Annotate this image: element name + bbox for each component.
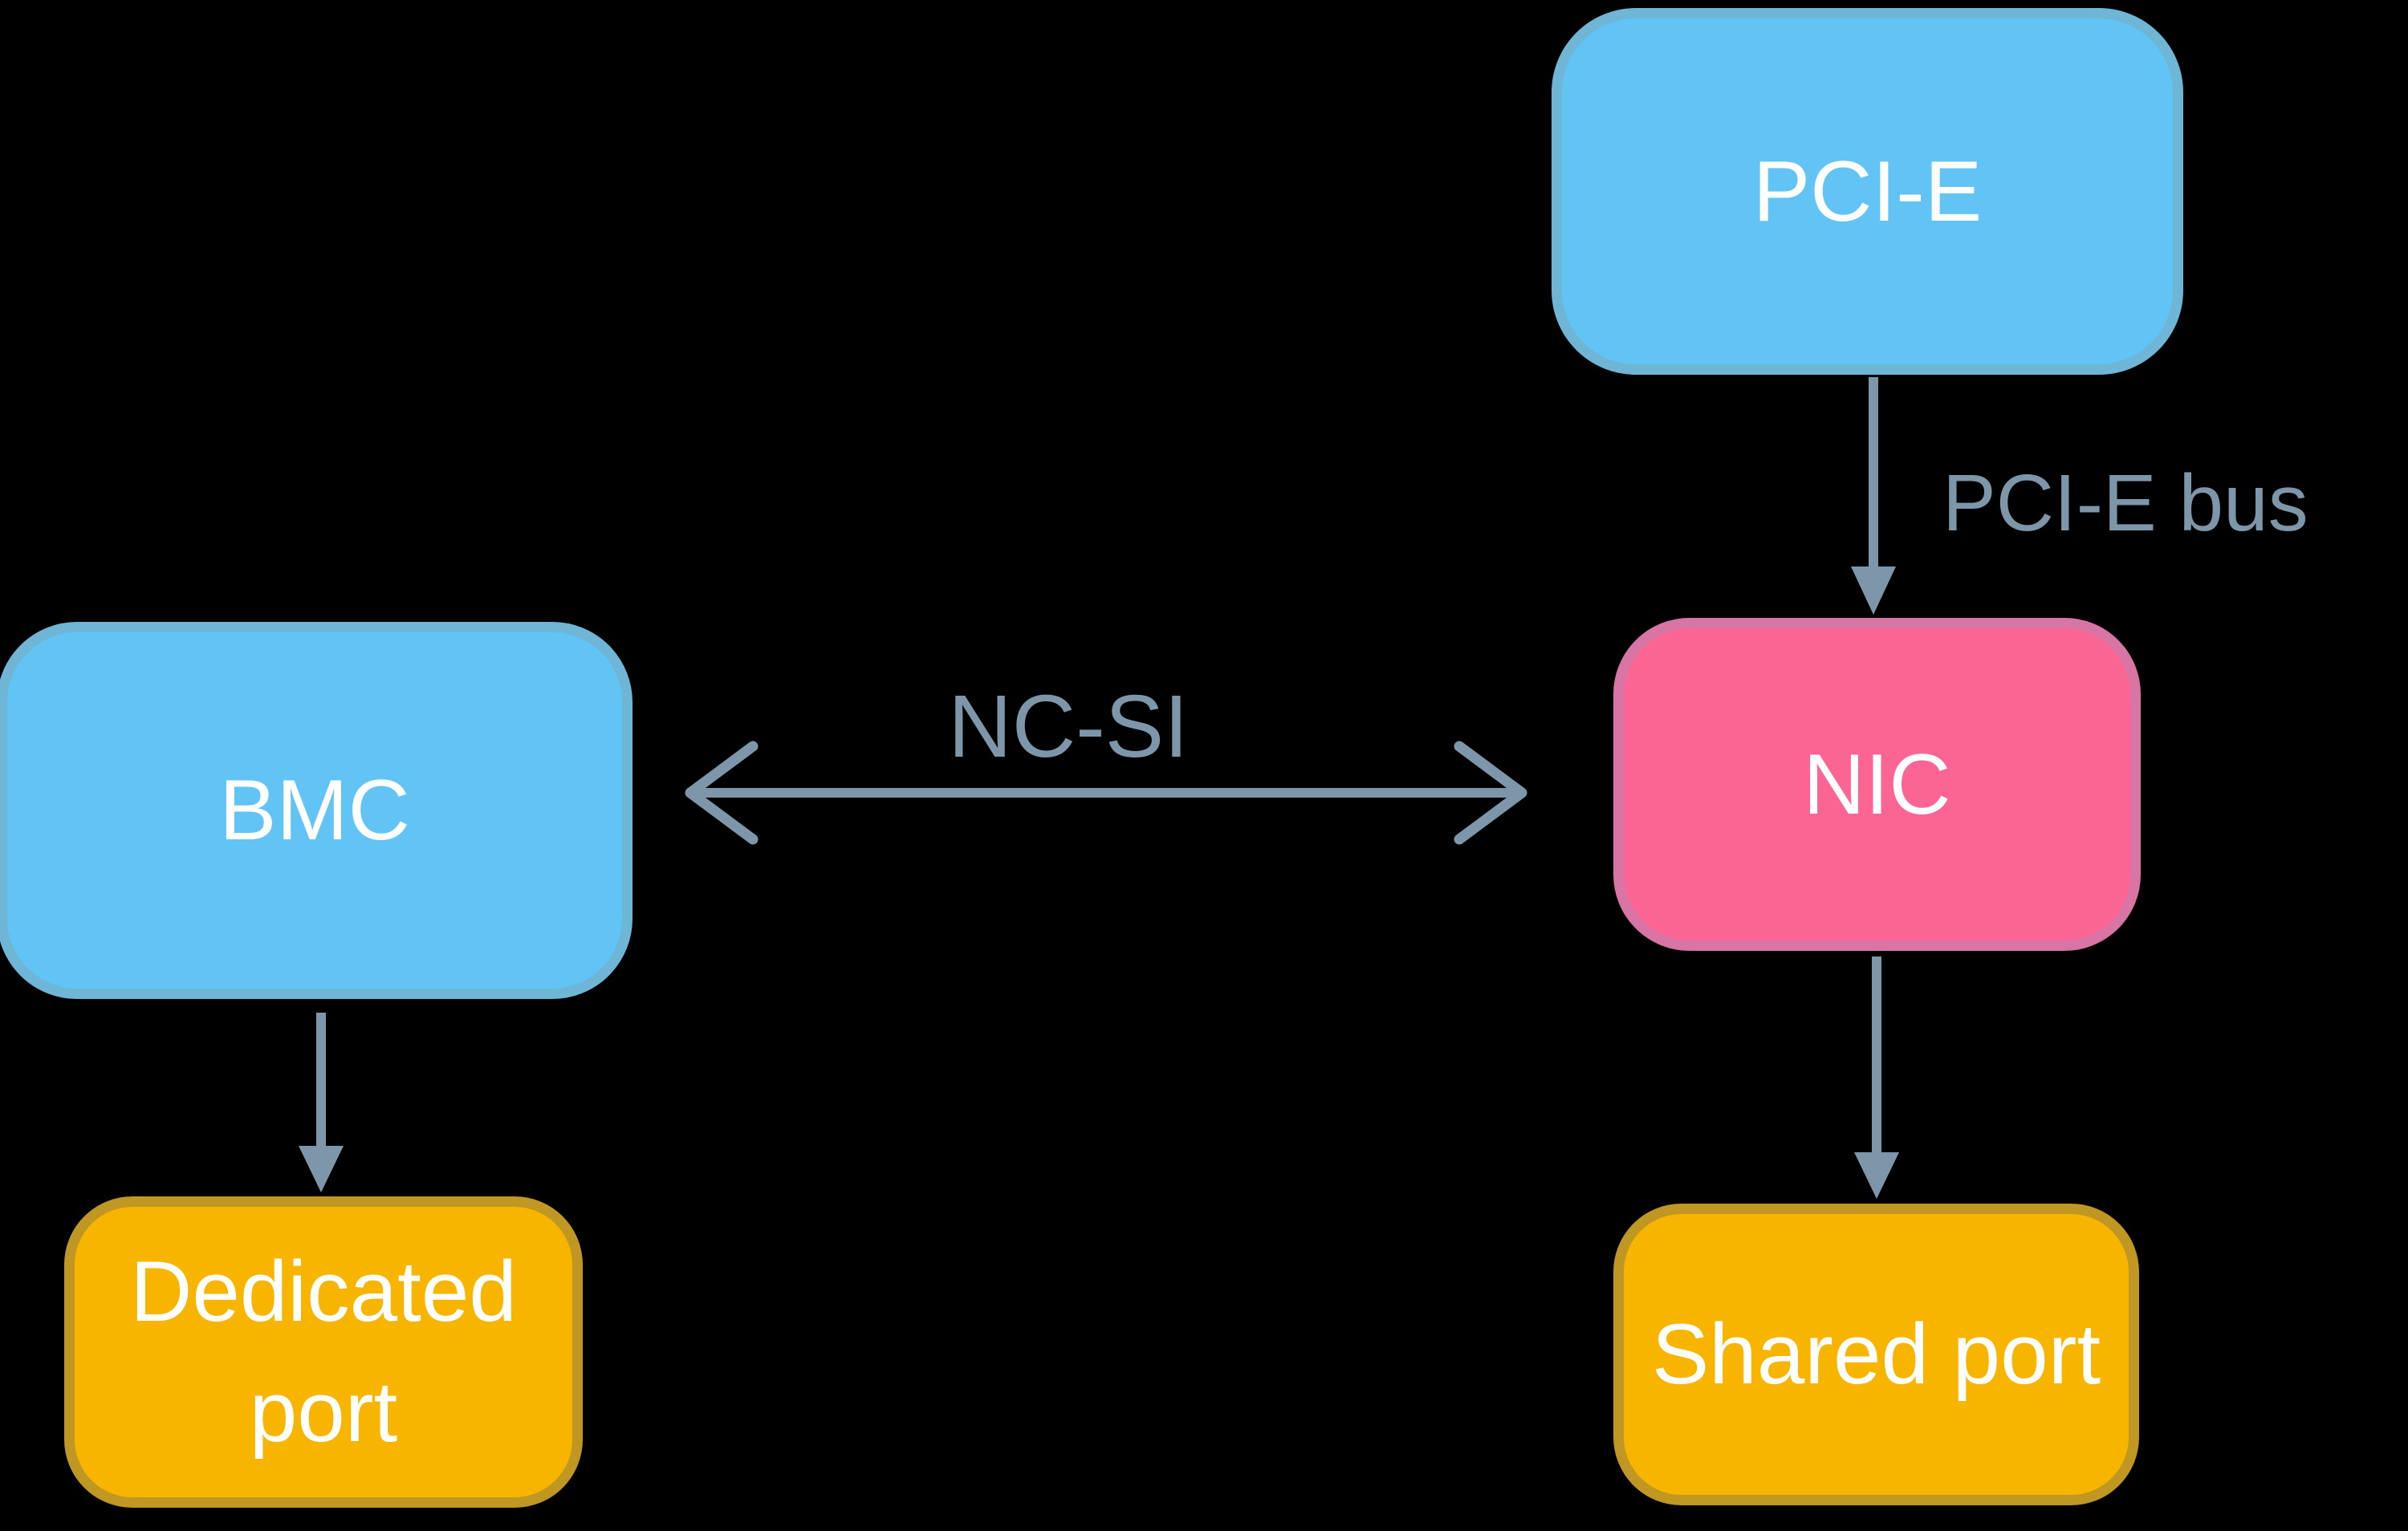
node-nic-label: NIC [1803, 735, 1951, 832]
ncsi-double-arrow [685, 741, 1527, 845]
arrowhead-down-icon [299, 1146, 344, 1192]
node-nic: NIC [1613, 618, 2141, 951]
nic-to-shared-arrow [1854, 956, 1899, 1199]
node-dedicated-port-label: Dedicated port [130, 1243, 517, 1460]
pcie-to-nic-arrow [1851, 377, 1896, 615]
node-bmc-label: BMC [219, 761, 410, 859]
node-pcie-label: PCI-E [1752, 142, 1983, 239]
bmc-to-dedicated-arrow [299, 1013, 344, 1192]
node-shared-port-label: Shared port [1651, 1306, 2101, 1403]
arrowhead-down-icon [1851, 567, 1896, 615]
arrowhead-left-icon [685, 741, 759, 845]
arrowhead-down-icon [1854, 1152, 1899, 1199]
arrowhead-right-icon [1454, 741, 1527, 845]
node-shared-port: Shared port [1613, 1204, 2139, 1505]
node-pcie: PCI-E [1552, 8, 2183, 375]
edge-label-ncsi: NC-SI [948, 677, 1189, 776]
node-bmc: BMC [0, 622, 633, 999]
edge-label-pcie-bus: PCI-E bus [1942, 458, 2308, 548]
node-dedicated-port: Dedicated port [64, 1196, 583, 1508]
